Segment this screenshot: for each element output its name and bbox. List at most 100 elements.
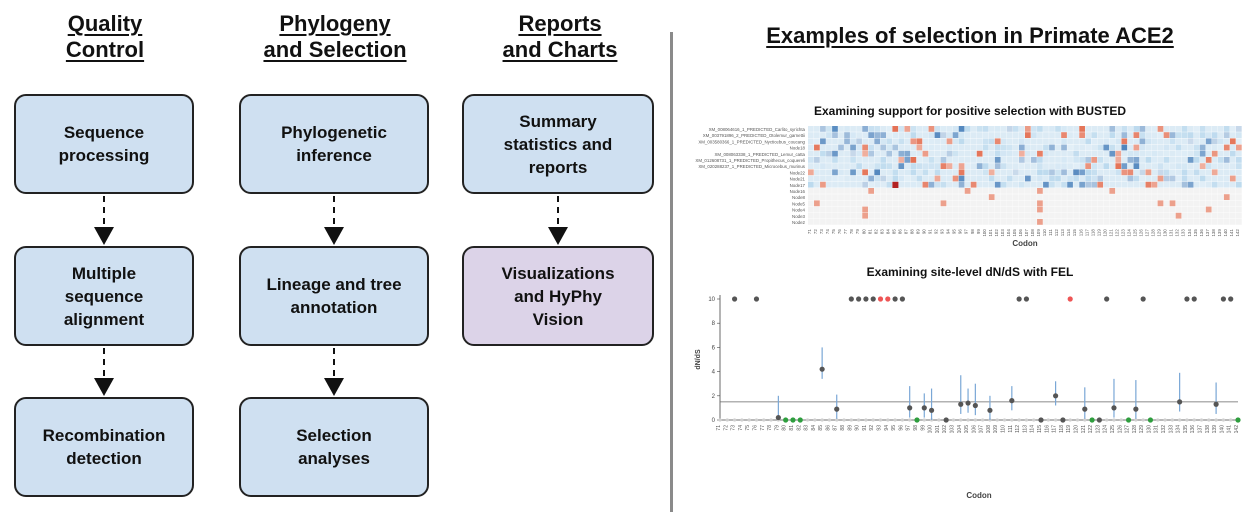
- fel-x-tick-label: 85: [818, 425, 824, 431]
- busted-cell: [838, 163, 844, 169]
- busted-tick-label: 95: [952, 229, 957, 234]
- fel-x-tick-label: 71: [716, 425, 722, 431]
- busted-cell: [958, 175, 965, 182]
- busted-cell: [892, 169, 899, 176]
- busted-cell: [958, 212, 965, 219]
- busted-cell: [1073, 138, 1079, 145]
- busted-tick-label: 135: [1193, 229, 1198, 237]
- busted-cell: [982, 212, 989, 219]
- busted-cell: [1043, 144, 1049, 151]
- busted-cell: [994, 163, 1001, 169]
- busted-cell: [1073, 163, 1079, 169]
- busted-row-label: Node22: [790, 170, 806, 175]
- busted-cell: [1151, 206, 1158, 213]
- busted-cell: [886, 175, 893, 182]
- busted-cell: [1211, 163, 1218, 169]
- busted-cell: [1187, 188, 1194, 194]
- busted-cell: [1115, 175, 1122, 182]
- busted-cell: [1012, 132, 1019, 138]
- busted-cell: [1121, 188, 1128, 194]
- busted-cell: [1229, 169, 1236, 176]
- busted-cell: [1000, 219, 1007, 225]
- busted-cell: [934, 206, 941, 213]
- busted-cell: [1217, 194, 1224, 200]
- fel-baseline-point: [1083, 418, 1087, 422]
- busted-cell: [1006, 157, 1013, 163]
- busted-cell: [1133, 144, 1140, 151]
- busted-cell: [1157, 188, 1164, 194]
- busted-cell: [1085, 169, 1092, 176]
- busted-cell: [808, 150, 814, 157]
- busted-cell: [1169, 163, 1176, 169]
- busted-cell: [898, 157, 905, 163]
- busted-cell: [1049, 163, 1055, 169]
- busted-cell: [1175, 163, 1182, 169]
- busted-cell: [1235, 150, 1242, 157]
- busted-cell: [952, 169, 959, 176]
- busted-cell: [1079, 132, 1085, 138]
- busted-cell: [886, 163, 893, 169]
- busted-cell: [1097, 206, 1104, 213]
- busted-cell: [1169, 157, 1176, 163]
- busted-cell: [1012, 163, 1019, 169]
- busted-cell: [1223, 200, 1230, 207]
- busted-cell: [892, 175, 899, 182]
- busted-cell: [1223, 169, 1230, 176]
- busted-cell: [952, 194, 959, 200]
- busted-cell: [1175, 200, 1182, 207]
- fel-baseline-point: [1141, 418, 1145, 422]
- busted-cell: [1181, 188, 1188, 194]
- busted-cell: [1018, 212, 1025, 219]
- busted-cell: [1115, 157, 1122, 163]
- fel-x-tick-label: 125: [1110, 425, 1116, 434]
- busted-cell: [1205, 188, 1212, 194]
- busted-cell: [1127, 175, 1134, 182]
- busted-tick-label: 107: [1024, 229, 1029, 237]
- busted-cell: [868, 157, 875, 163]
- busted-tick-label: 128: [1151, 229, 1156, 237]
- busted-cell: [988, 132, 995, 138]
- busted-cell: [910, 181, 917, 188]
- busted-cell: [922, 163, 929, 169]
- fel-point: [1104, 296, 1110, 302]
- busted-cell: [1006, 206, 1013, 213]
- busted-cell: [1031, 163, 1037, 169]
- busted-cell: [1109, 212, 1116, 219]
- busted-cell: [994, 194, 1001, 200]
- busted-cell: [1000, 188, 1007, 194]
- busted-cell: [898, 200, 905, 207]
- fel-x-tick-label: 78: [767, 425, 773, 431]
- busted-cell: [946, 200, 953, 207]
- fel-x-tick-label: 141: [1227, 425, 1233, 434]
- busted-cell: [934, 138, 941, 145]
- busted-cell: [1037, 188, 1043, 194]
- fel-point: [856, 296, 862, 302]
- busted-cell: [982, 157, 989, 163]
- busted-cell: [1012, 157, 1019, 163]
- busted-cell: [916, 157, 923, 163]
- busted-cell: [868, 163, 875, 169]
- busted-cell: [1139, 144, 1146, 151]
- busted-cell: [1151, 132, 1158, 138]
- busted-cell: [952, 138, 959, 145]
- busted-cell: [1169, 206, 1176, 213]
- busted-cell: [1205, 150, 1212, 157]
- fel-baseline-point: [754, 418, 759, 422]
- busted-cell: [1151, 175, 1158, 182]
- busted-cell: [862, 150, 868, 157]
- busted-cell: [1061, 150, 1067, 157]
- busted-cell: [826, 163, 832, 169]
- busted-cell: [874, 200, 881, 207]
- fel-baseline-point: [1178, 418, 1182, 422]
- busted-cell: [856, 169, 862, 176]
- busted-cell: [1163, 175, 1170, 182]
- busted-cell: [1169, 212, 1176, 219]
- busted-cell: [1175, 206, 1182, 213]
- busted-cell: [928, 157, 935, 163]
- busted-cell: [1121, 206, 1128, 213]
- busted-cell: [1169, 169, 1176, 176]
- fel-point: [1038, 417, 1044, 423]
- busted-cell: [1115, 219, 1122, 225]
- busted-cell: [874, 169, 881, 176]
- busted-cell: [1229, 206, 1236, 213]
